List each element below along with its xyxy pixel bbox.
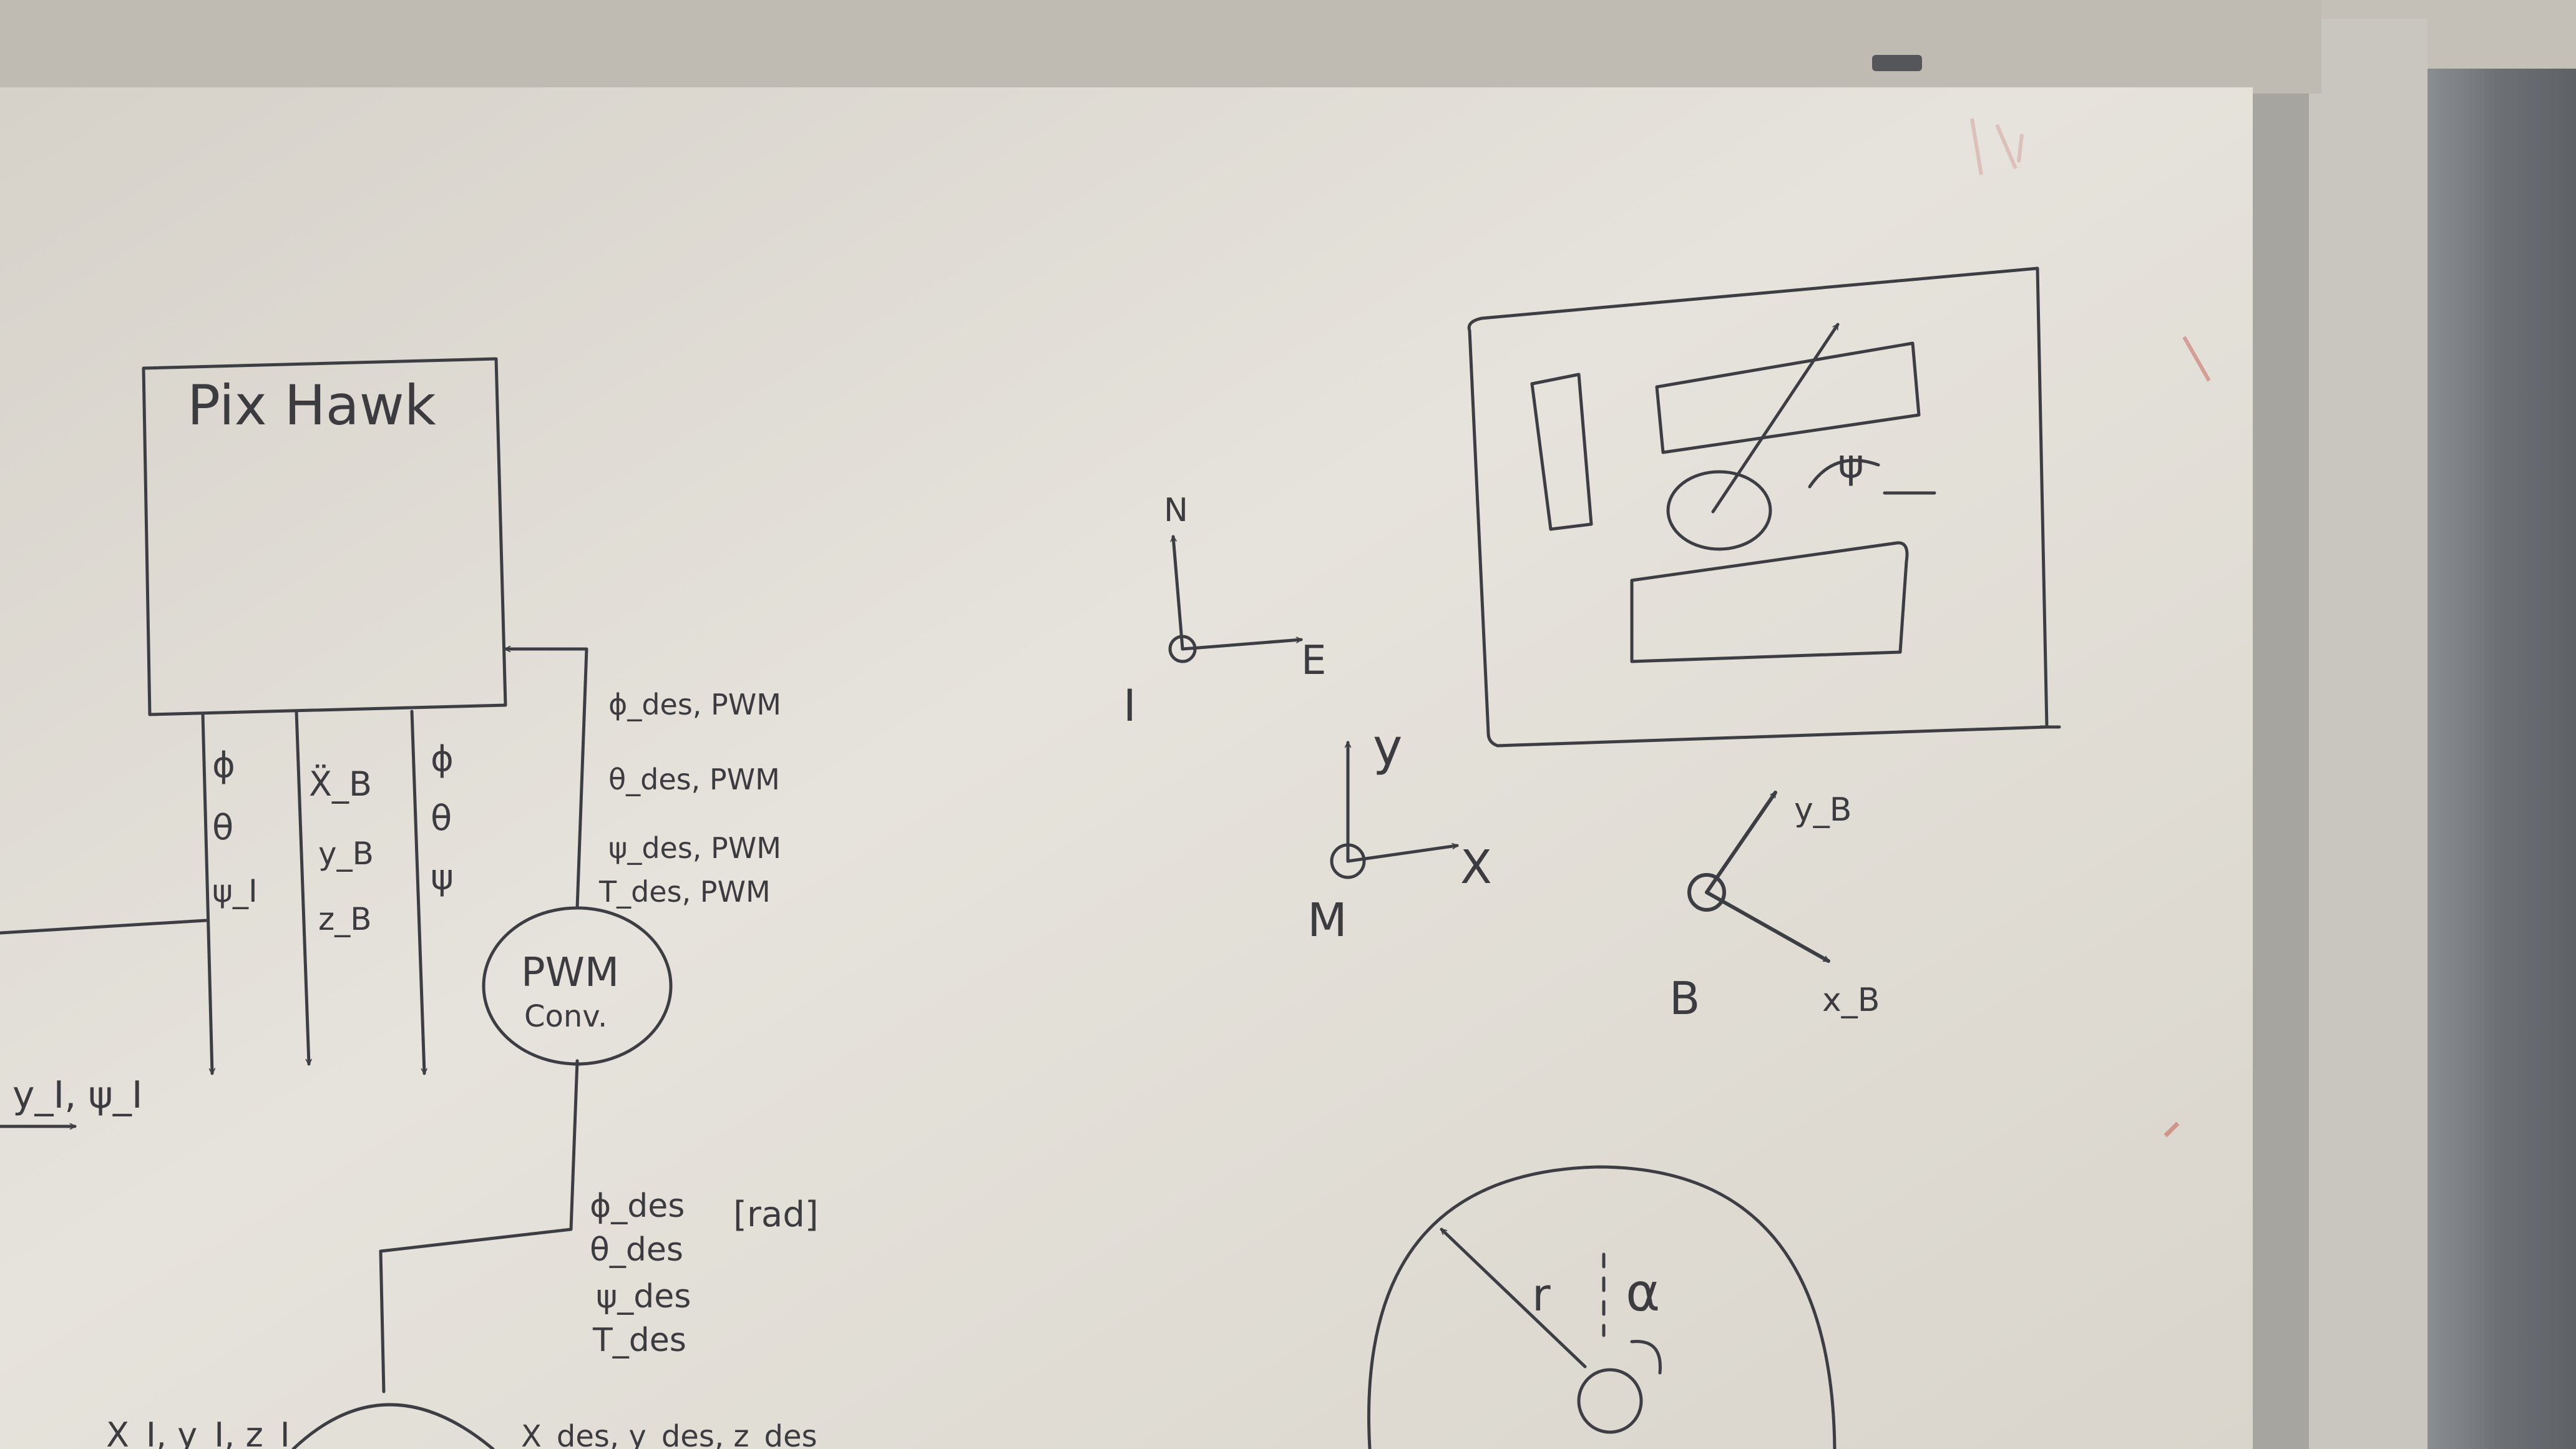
pwm-input-1: θ_des, PWM xyxy=(608,763,780,796)
arrow-in-pwm xyxy=(504,649,588,910)
frame-i-right-label: E xyxy=(1301,638,1326,684)
room-angle-label: ψ xyxy=(1838,441,1864,487)
right-label-1: θ xyxy=(431,798,452,839)
desired-label-2: ψ_des xyxy=(596,1278,691,1315)
bottom-left-label: X_I, y_I, z_I xyxy=(106,1415,290,1449)
frame-b-origin xyxy=(1687,873,1726,912)
frame-m-right-axis xyxy=(1346,846,1459,863)
frame-m-name: M xyxy=(1307,894,1347,947)
red-marker-dash xyxy=(2182,336,2211,382)
circle-radius-label: r xyxy=(1532,1269,1551,1321)
pwm-converter-circle xyxy=(482,906,673,1066)
frame-m-up-label: y xyxy=(1373,718,1402,776)
bottom-block-partial xyxy=(291,1403,495,1449)
circle-sketch xyxy=(1367,1165,1837,1449)
board-frame-right-shadow xyxy=(2309,19,2427,1449)
board-top-strip xyxy=(0,0,2321,94)
frame-i-up-label: N xyxy=(1164,492,1188,529)
pixhawk-block xyxy=(142,357,507,716)
frame-i-up-axis xyxy=(1173,535,1184,651)
pwm-converter-line2: Conv. xyxy=(524,999,607,1034)
room-sketch xyxy=(1467,266,2061,748)
middle-label-2: z_B xyxy=(318,901,372,937)
frame-b-right-label: x_B xyxy=(1822,982,1880,1019)
pwm-input-0: ϕ_des, PWM xyxy=(608,688,781,721)
right-wall-panel xyxy=(2427,69,2576,1449)
frame-b-name: B xyxy=(1669,972,1700,1025)
arrow-out-accel xyxy=(295,710,309,1066)
line-to-left xyxy=(0,919,208,935)
bottom-right-label: X_des, y_des, z_des xyxy=(521,1419,817,1449)
left-label-0: ϕ xyxy=(212,745,235,786)
red-marker-dot xyxy=(2164,1121,2180,1138)
arrow-to-pwm-conv xyxy=(379,1059,577,1393)
desired-unit: [rad] xyxy=(733,1194,819,1235)
frame-b-right-axis xyxy=(1705,890,1830,963)
frame-b-up-label: y_B xyxy=(1794,791,1852,829)
frame-m-origin xyxy=(1330,843,1366,879)
desired-label-1: θ_des xyxy=(590,1231,683,1269)
middle-label-1: y_B xyxy=(318,836,374,872)
arrow-out-attitude-1 xyxy=(201,713,212,1075)
pwm-input-2: ψ_des, PWM xyxy=(608,831,781,865)
left-label-2: ψ_I xyxy=(212,873,258,909)
arrow-out-attitude-2 xyxy=(410,710,424,1075)
red-marker-mark xyxy=(1970,118,2024,175)
left-partial-label: y_I, ψ_I xyxy=(12,1073,143,1117)
whiteboard-surface xyxy=(0,87,2253,1449)
left-label-1: θ xyxy=(212,807,233,848)
frame-m-right-label: X xyxy=(1460,841,1492,894)
desired-label-3: T_des xyxy=(592,1322,686,1359)
frame-clip xyxy=(1872,55,1922,71)
frame-b-up-axis xyxy=(1705,791,1777,894)
pwm-input-3: T_des, PWM xyxy=(598,875,771,909)
frame-i-name: I xyxy=(1123,680,1136,731)
pixhawk-title: Pix Hawk xyxy=(187,373,436,437)
pwm-converter-line1: PWM xyxy=(521,950,619,996)
right-label-0: ϕ xyxy=(431,739,454,779)
desired-label-0: ϕ_des xyxy=(590,1188,685,1225)
frame-i-origin xyxy=(1168,635,1197,663)
middle-label-0: Ẍ_B xyxy=(309,764,372,804)
right-label-2: ψ xyxy=(431,857,454,898)
circle-angle-label: α xyxy=(1626,1262,1660,1323)
frame-i-right-axis xyxy=(1181,640,1303,651)
